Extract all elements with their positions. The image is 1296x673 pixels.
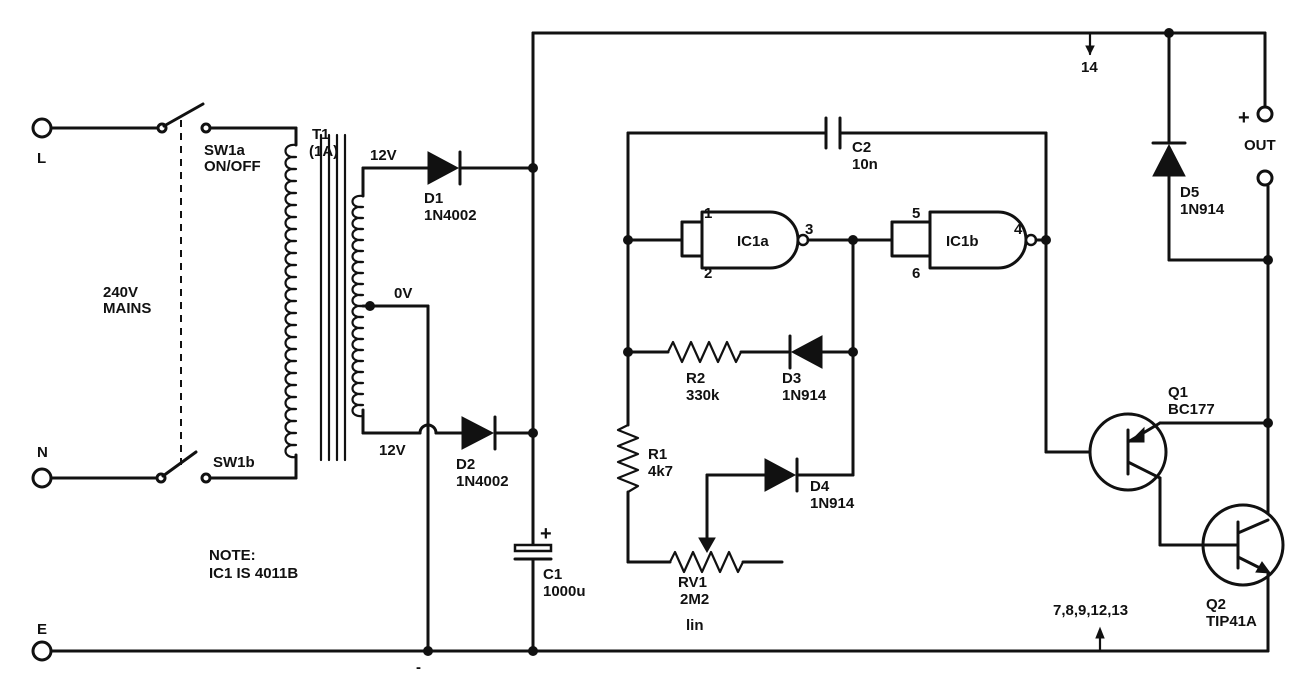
mains-voltage-label: 240V: [103, 284, 138, 301]
terminal-n: [31, 467, 53, 489]
pin1-label: 1: [704, 205, 712, 222]
note-text: IC1 IS 4011B: [209, 565, 298, 582]
output-label: OUT: [1244, 137, 1276, 154]
diode-d2: [461, 415, 535, 451]
c1-label: C1: [543, 566, 562, 583]
tap-top-label: 12V: [370, 147, 397, 164]
terminal-e-label: E: [37, 621, 47, 638]
sw1a-function: ON/OFF: [204, 158, 261, 175]
d4-label: D4: [810, 478, 830, 495]
pin3-label: 3: [805, 221, 813, 238]
q2-label: Q2: [1206, 596, 1226, 613]
q1-label: Q1: [1168, 384, 1188, 401]
r2-value: 330k: [686, 387, 720, 404]
output-negative-terminal: [1256, 169, 1274, 187]
potentiometer-rv1: [668, 550, 745, 574]
output-positive-terminal: [1256, 105, 1274, 123]
rv1-taper: lin: [686, 617, 704, 634]
mains-input: L N E SW1a ON/OFF SW1b 240V MAINS: [31, 102, 298, 662]
capacitor-c2: [824, 116, 842, 150]
r2-label: R2: [686, 370, 705, 387]
diode-d5: [1151, 141, 1187, 177]
q2-part: TIP41A: [1206, 613, 1257, 630]
sw1b-lever: [161, 450, 198, 478]
note-heading: NOTE:: [209, 547, 256, 564]
transistor-q2: [1201, 503, 1285, 587]
primary-winding: [284, 143, 298, 459]
transistor-q1: [1088, 412, 1168, 492]
terminal-e: [31, 640, 53, 662]
d5-part: 1N914: [1180, 201, 1225, 218]
diode-d3: [788, 334, 823, 370]
d1-part: 1N4002: [424, 207, 477, 224]
sw1a-lever: [162, 102, 205, 128]
r1-label: R1: [648, 446, 667, 463]
sw1a-label: SW1a: [204, 142, 246, 159]
output-plus: +: [1238, 107, 1250, 129]
tap-bottom-label: 12V: [379, 442, 406, 459]
tap-mid-label: 0V: [394, 285, 412, 302]
pins-ground-label: 7,8,9,12,13: [1053, 602, 1128, 619]
d3-part: 1N914: [782, 387, 827, 404]
t1-label: T1: [312, 126, 330, 143]
ic1b-label: IC1b: [946, 233, 979, 250]
sw1b-label: SW1b: [213, 454, 255, 471]
c1-plus: +: [540, 523, 552, 545]
ic1a-label: IC1a: [737, 233, 769, 250]
secondary-winding: [351, 194, 365, 418]
c2-value: 10n: [852, 156, 878, 173]
pin2-label: 2: [704, 265, 712, 282]
d2-label: D2: [456, 456, 475, 473]
diode-d4: [764, 457, 799, 493]
c2-label: C2: [852, 139, 871, 156]
pin6-label: 6: [912, 265, 920, 282]
pin4-label: 4: [1014, 221, 1023, 238]
d5-label: D5: [1180, 184, 1199, 201]
terminal-n-label: N: [37, 444, 48, 461]
ground-minus: -: [416, 659, 421, 673]
d1-label: D1: [424, 190, 443, 207]
d4-part: 1N914: [810, 495, 855, 512]
rv1-label: RV1: [678, 574, 707, 591]
capacitor-c1: [513, 543, 553, 653]
diode-d1: [427, 150, 535, 186]
resistor-r1: [616, 423, 640, 494]
resistor-r2: [666, 340, 743, 364]
mains-label: MAINS: [103, 300, 151, 317]
t1-rating: (1A): [309, 143, 338, 160]
pin5-label: 5: [912, 205, 920, 222]
r1-value: 4k7: [648, 463, 673, 480]
pin14-label: 14: [1081, 59, 1098, 76]
q1-part: BC177: [1168, 401, 1215, 418]
terminal-l-label: L: [37, 150, 46, 167]
d2-part: 1N4002: [456, 473, 509, 490]
rv1-value: 2M2: [680, 591, 709, 608]
d3-label: D3: [782, 370, 801, 387]
terminal-l: [31, 117, 53, 139]
wiper-arrow: [698, 537, 716, 554]
transformer-t1: T1 (1A): [284, 126, 365, 462]
c1-value: 1000u: [543, 583, 586, 600]
